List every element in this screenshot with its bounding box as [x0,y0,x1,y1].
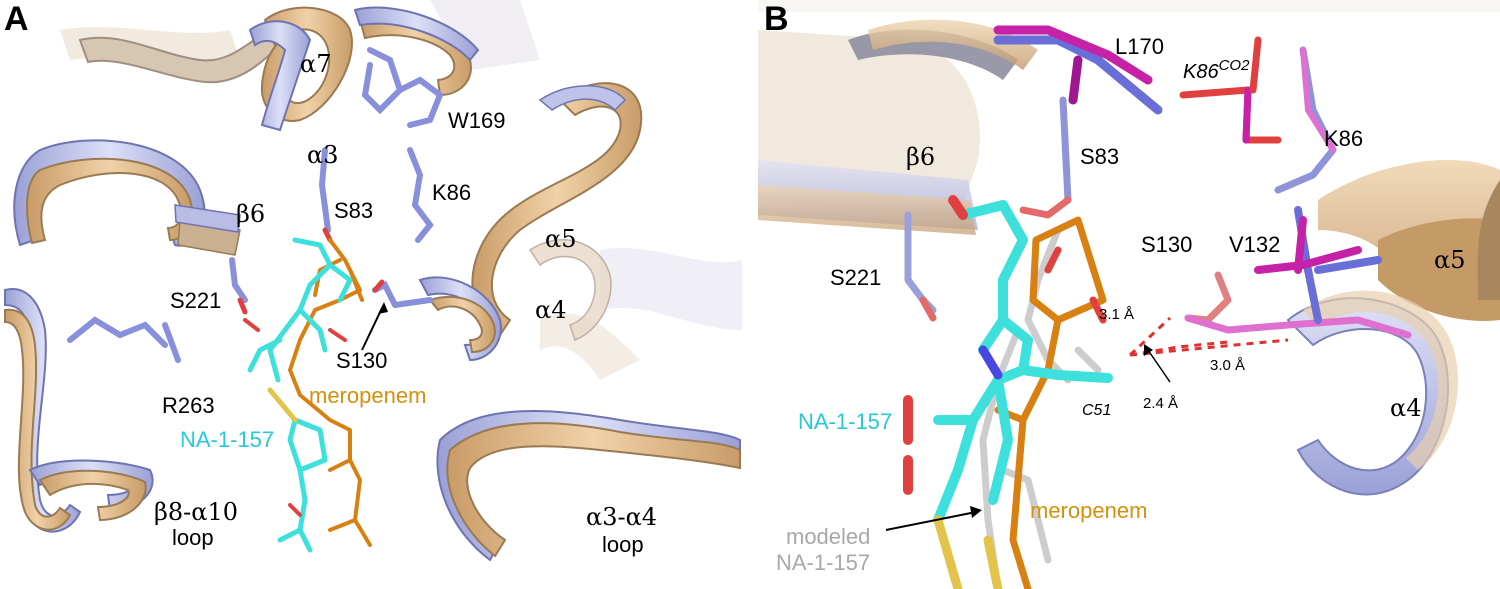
label-b8-a10: β8-α10 [154,498,238,526]
label-na-1-157: NA-1-157 [180,427,274,452]
label-k86: K86 [432,180,471,205]
label-b6-b: β6 [906,143,935,171]
meropenem-molecule [288,238,372,547]
label-s83: S83 [334,198,373,223]
label-a4-b: α4 [1390,394,1421,422]
b6-sheet [758,0,1500,235]
label-k86-b: K86 [1324,126,1363,151]
label-k86co2-main: K86 [1183,61,1219,83]
label-meropenem-b: meropenem [1030,498,1147,523]
a3-a4-loop-ribbon [436,410,741,562]
label-meropenem: meropenem [309,383,426,408]
ligand-oxygens [243,318,347,517]
panel-a: A α7 α3 W169 K86 S83 β6 α5 α4 S221 S130 … [0,0,742,589]
na-1-157-molecule-b [933,200,1113,525]
modeled-arrow [885,506,982,531]
label-dist-3-0: 3.0 Å [1210,357,1245,374]
panel-b-letter: B [764,0,789,38]
side-chains-b [904,25,1412,339]
meropenem-oxygens-b [1044,246,1107,324]
label-s130-b: S130 [1141,232,1192,257]
label-v132: V132 [1229,232,1280,257]
na-1-157-nitrogen-b [978,345,1003,380]
side-chains [67,47,444,363]
label-c51: C51 [1082,402,1111,419]
label-a3: α3 [307,141,338,169]
panel-b-structure: B L170 K86CO2 β6 S83 K86 S130 V132 α5 S2… [758,0,1500,589]
label-l170: L170 [1115,34,1164,59]
label-w169: W169 [448,108,505,133]
label-r263: R263 [162,393,215,418]
label-modeled: modeled [786,524,870,549]
label-s130: S130 [336,348,387,373]
panel-b: B L170 K86CO2 β6 S83 K86 S130 V132 α5 S2… [758,0,1500,589]
label-a5: α5 [545,225,576,253]
label-a7: α7 [300,50,331,78]
panel-a-structure: A α7 α3 W169 K86 S83 β6 α5 α4 S221 S130 … [4,0,742,562]
distance-arrow-2-4 [1144,344,1171,383]
sulfur-atoms-b [933,515,1003,589]
label-modeled-na-1-157: NA-1-157 [776,550,870,575]
label-s221-b: S221 [830,265,881,290]
na-1-157-sulfur [267,387,298,423]
label-dist-2-4: 2.4 Å [1143,395,1178,412]
s130-arrow [361,302,388,351]
label-a3-a4: α3-α4 [586,503,657,531]
panel-a-letter: A [4,0,29,38]
label-a4: α4 [535,296,566,324]
na-1-157-molecule [247,237,353,553]
label-loop-b8-a10: loop [172,525,214,550]
label-s83-b: S83 [1080,144,1119,169]
label-a5-b: α5 [1434,246,1465,274]
label-b6: β6 [236,200,265,228]
label-k86co2: K86CO2 [1183,57,1250,83]
label-s221: S221 [170,288,221,313]
helix-a7-ribbon [78,6,480,132]
na-1-157-oxygens-b [903,195,968,495]
left-loop-ribbons [4,139,241,533]
helix-a5-a4-ribbon [418,82,643,362]
label-na-1-157-b: NA-1-157 [798,409,892,434]
label-dist-3-1: 3.1 Å [1099,306,1134,323]
label-k86co2-sup: CO2 [1219,57,1251,74]
label-loop-a3-a4: loop [602,532,644,557]
